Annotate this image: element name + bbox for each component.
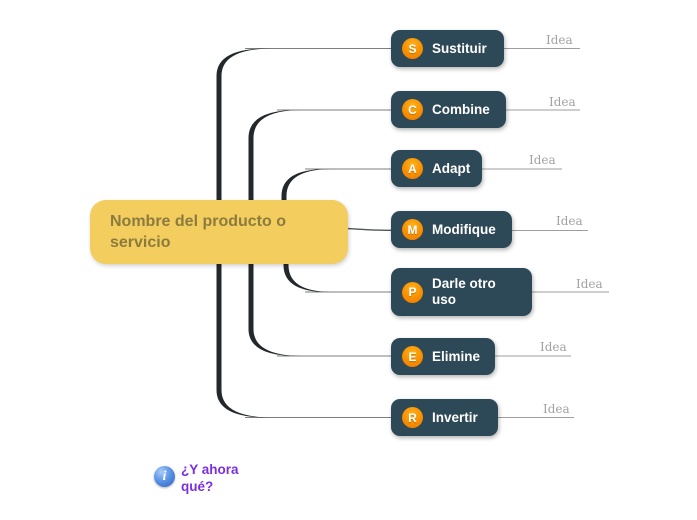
branch-node-invertir[interactable]: R Invertir	[391, 399, 498, 436]
connector-modifique	[347, 227, 392, 231]
branch-node-combine[interactable]: C Combine	[391, 91, 506, 128]
letter-badge-m: M	[402, 219, 423, 240]
letter-badge-s: S	[402, 38, 423, 59]
letter-badge-e: E	[402, 346, 423, 367]
footer-question-text[interactable]: ¿Y ahora qué?	[181, 462, 239, 494]
branch-label: Combine	[432, 101, 490, 117]
branch-label: Sustituir	[432, 40, 487, 56]
letter-badge-c: C	[402, 99, 423, 120]
connector-trunk-invertir	[216, 250, 270, 418]
idea-placeholder-elimine[interactable]: Idea	[540, 340, 567, 354]
idea-placeholder-invertir[interactable]: Idea	[543, 402, 570, 416]
branch-node-modifique[interactable]: M Modifique	[391, 211, 512, 248]
branch-label: Darle otro uso	[432, 276, 496, 307]
branch-node-sustituir[interactable]: S Sustituir	[391, 30, 504, 67]
letter-badge-a: A	[402, 158, 423, 179]
branch-node-darle-otro-uso[interactable]: P Darle otro uso	[391, 268, 532, 316]
central-topic-label: Nombre del producto o servicio	[110, 213, 286, 251]
idea-placeholder-adapt[interactable]: Idea	[529, 153, 556, 167]
info-icon[interactable]: i	[154, 466, 175, 487]
branch-label: Elimine	[432, 348, 481, 364]
branch-node-adapt[interactable]: A Adapt	[391, 150, 482, 187]
branch-label: Modifique	[432, 221, 496, 237]
idea-placeholder-sustituir[interactable]: Idea	[546, 33, 573, 47]
branch-label: Adapt	[432, 160, 471, 176]
letter-badge-p: P	[402, 281, 423, 303]
central-topic-node[interactable]: Nombre del producto o servicio	[90, 200, 348, 264]
idea-placeholder-combine[interactable]: Idea	[549, 95, 576, 109]
idea-placeholder-modifique[interactable]: Idea	[556, 214, 583, 228]
connector-trunk-elimine	[248, 250, 300, 357]
branch-label: Invertir	[432, 409, 478, 425]
branch-node-elimine[interactable]: E Elimine	[391, 338, 495, 375]
connector-trunk-sustituir	[216, 48, 270, 216]
idea-placeholder-darle-otro-uso[interactable]: Idea	[576, 277, 603, 291]
footer-note: i ¿Y ahora qué?	[154, 461, 259, 495]
letter-badge-r: R	[402, 407, 423, 428]
